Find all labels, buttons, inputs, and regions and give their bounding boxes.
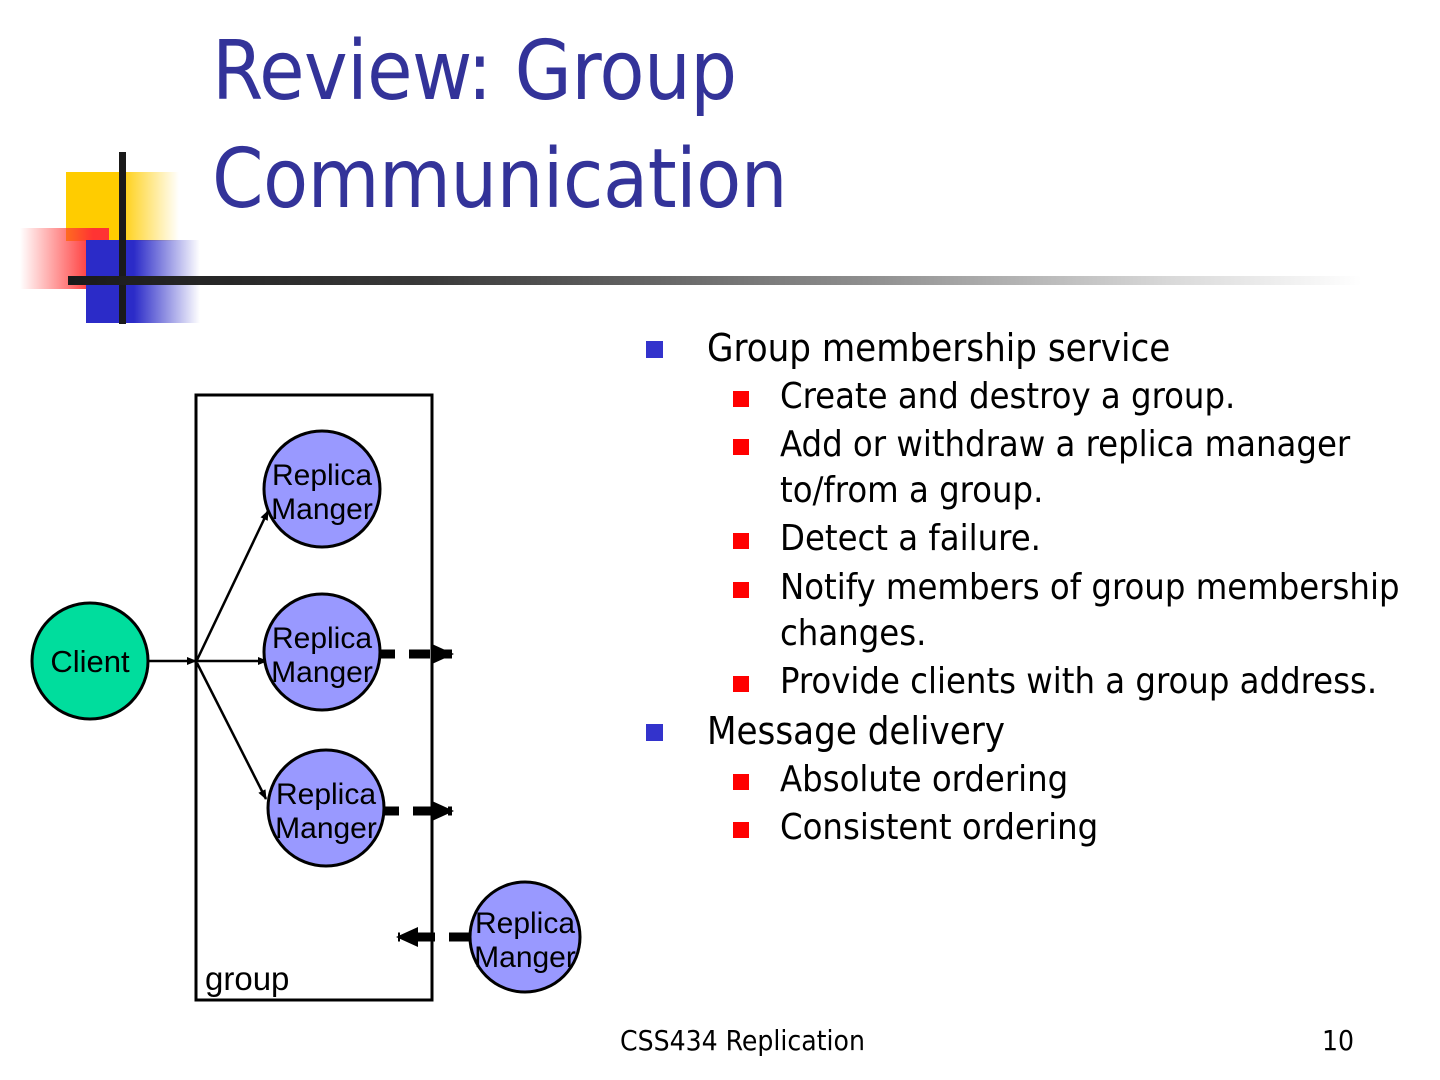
list-item-label: Add or withdraw a replica manager to/fro…	[780, 424, 1351, 512]
junction-to-bottom-arrow	[195, 662, 268, 800]
list-item: Detect a failure.	[646, 516, 1406, 562]
replica-circle	[262, 429, 382, 549]
bullet-square-icon	[733, 822, 749, 839]
replica-label-line1: Replica	[272, 459, 372, 492]
replica-circle	[262, 592, 382, 712]
junction-to-top-arrow	[195, 510, 270, 661]
bullet-square-icon	[733, 675, 749, 692]
replica-label-line1: Replica	[272, 622, 372, 655]
group-label: group	[205, 960, 289, 997]
bullet-square-icon	[733, 391, 749, 408]
list-item-label: Create and destroy a group.	[780, 376, 1236, 418]
list-item: Notify members of group membership chang…	[646, 565, 1406, 657]
replica-label-line2: Manger	[474, 941, 576, 974]
bullet-list: Group membership service Create and dest…	[646, 324, 1406, 853]
list-item-label: Provide clients with a group address.	[780, 660, 1378, 702]
logo-vertical-line	[119, 152, 126, 324]
list-item: Consistent ordering	[646, 805, 1406, 851]
replica-circle	[266, 748, 386, 868]
replica-manager-middle: Replica Manger	[262, 592, 382, 712]
replica-manager-top: Replica Manger	[262, 429, 382, 549]
decorative-logo	[0, 0, 260, 340]
list-item-label: Message delivery	[707, 708, 1006, 753]
list-item-label: Detect a failure.	[780, 518, 1041, 560]
footer-course-label: CSS434 Replication	[620, 1024, 865, 1057]
bullet-square-icon	[733, 439, 749, 456]
bullet-square-icon	[733, 581, 749, 598]
list-item: Provide clients with a group address.	[646, 659, 1406, 705]
replica-label-line1: Replica	[475, 907, 575, 940]
header-divider-rule	[68, 276, 1362, 285]
replica-circle	[468, 880, 582, 994]
replica-label-line2: Manger	[275, 812, 377, 845]
replica-manager-outside: Replica Manger	[468, 880, 582, 994]
bullet-square-icon	[646, 723, 663, 741]
footer-page-number: 10	[1322, 1024, 1355, 1057]
list-item: Message delivery	[646, 707, 1406, 755]
list-item-label: Group membership service	[707, 326, 1171, 370]
bullet-square-icon	[733, 774, 749, 791]
replica-label-line2: Manger	[271, 493, 373, 526]
list-item-label: Notify members of group membership chang…	[780, 566, 1400, 654]
group-communication-diagram: Client Replica Manger Replica Manger Rep…	[0, 360, 620, 1020]
bullet-square-icon	[646, 341, 663, 358]
list-item: Absolute ordering	[646, 757, 1406, 803]
replica-manager-bottom: Replica Manger	[266, 748, 386, 868]
group-boundary-box	[194, 393, 434, 1002]
list-item-label: Absolute ordering	[780, 759, 1069, 801]
client-node: Client	[30, 601, 150, 721]
list-item-label: Consistent ordering	[780, 807, 1099, 849]
list-item: Create and destroy a group.	[646, 374, 1406, 420]
list-item: Add or withdraw a replica manager to/fro…	[646, 422, 1406, 514]
client-label: Client	[50, 644, 130, 679]
client-circle	[30, 601, 150, 721]
replica-label-line2: Manger	[271, 656, 373, 689]
replica-label-line1: Replica	[276, 778, 376, 811]
list-item: Group membership service	[646, 324, 1406, 372]
bullet-square-icon	[733, 533, 749, 550]
page-title: Review: Group Communication	[212, 24, 788, 228]
